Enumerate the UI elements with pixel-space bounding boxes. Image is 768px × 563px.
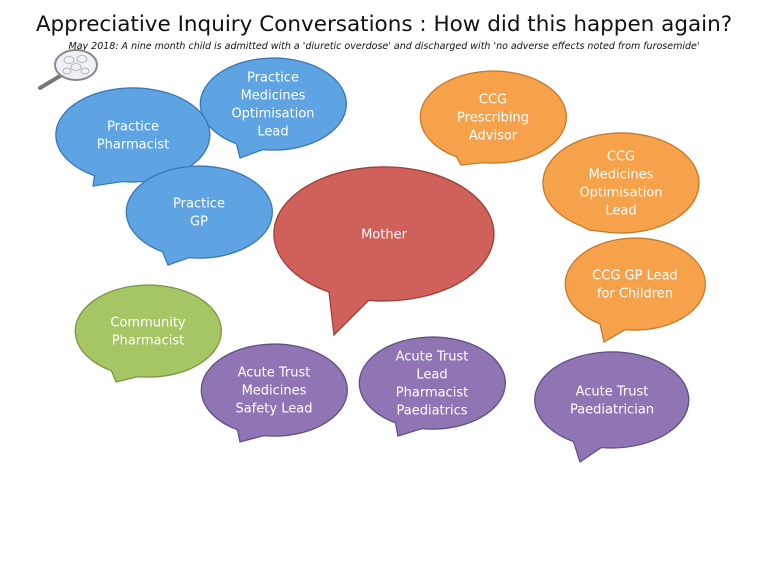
speech-bubble-shape (200, 343, 348, 443)
bubble-ccg-gp-lead-for-children: CCG GP Lead for Children (564, 237, 706, 344)
bubble-label-line: Medicines (241, 89, 306, 104)
bubble-label-line: Lead (257, 125, 288, 140)
bubble-label-line: Practice (247, 71, 299, 86)
speech-bubble-shape (419, 70, 567, 166)
bubble-label-line: Pharmacist (396, 386, 468, 401)
page-title: Appreciative Inquiry Conversations : How… (35, 12, 733, 37)
bubble-label-line: Practice (107, 120, 159, 135)
speech-bubble-shape (125, 165, 273, 266)
speech-bubble-shape (542, 132, 700, 234)
speech-bubble-shape (358, 336, 506, 437)
bubble-label-line: for Children (597, 287, 673, 302)
bubble-label-line: CCG (607, 150, 635, 165)
bubble-label-line: Practice (173, 197, 225, 212)
bubble-label-line: GP (190, 215, 208, 230)
bubble-label-line: Pharmacist (97, 138, 169, 153)
bubble-label-line: Acute Trust (576, 385, 649, 400)
bubble-label-line: CCG GP Lead (592, 269, 678, 284)
speech-bubble-shape (273, 166, 495, 337)
speech-bubble-shape (564, 237, 706, 344)
bubble-label-line: Lead (416, 368, 447, 383)
bubble-label-line: Acute Trust (396, 350, 469, 365)
bubble-label-line: CCG (479, 93, 507, 108)
bubble-label-line: Prescribing (457, 111, 529, 126)
bubble-label-line: Medicines (242, 384, 307, 399)
bubble-label-line: Acute Trust (238, 366, 311, 381)
bubble-label-line: Medicines (589, 168, 654, 183)
speech-bubble-shape (74, 284, 222, 383)
bubble-label-line: Paediatrician (570, 403, 654, 418)
bubble-label-line: Mother (361, 228, 408, 243)
bubble-label-line: Community (110, 316, 186, 331)
bubble-label-line: Optimisation (579, 186, 662, 201)
bubble-label-line: Paediatrics (396, 404, 467, 419)
magnifying-glass-icon (38, 49, 98, 90)
bubble-label-line: Pharmacist (112, 334, 184, 349)
bubble-label-line: Advisor (469, 129, 518, 144)
speech-bubble-shape (534, 351, 690, 464)
bubble-label-line: Lead (605, 204, 636, 219)
bubble-label-line: Optimisation (231, 107, 314, 122)
page-subtitle: May 2018: A nine month child is admitted… (68, 41, 700, 52)
bubble-label-line: Safety Lead (236, 402, 313, 417)
bubble-mother: Mother (273, 166, 495, 337)
